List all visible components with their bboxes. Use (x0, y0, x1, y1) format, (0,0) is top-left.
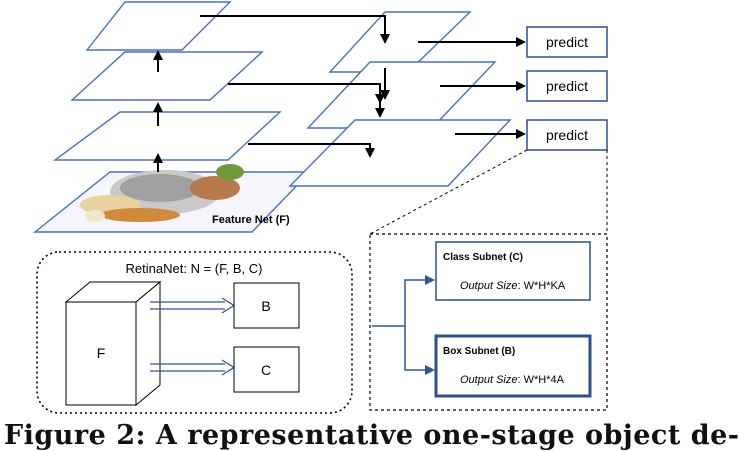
box-c (233, 346, 300, 393)
retinanet-label: RetinaNet: N = (F, B, C) (126, 261, 263, 276)
box-subnet-output: Output Size: W*H*4A (460, 374, 565, 386)
lateral-arrow-top (200, 15, 390, 44)
predict-label-3: predict (546, 127, 588, 143)
subnet-branch-bottom (404, 326, 435, 375)
class-subnet-box (435, 241, 591, 301)
feature-box-f (64, 280, 162, 407)
lateral-arrow-bottom (248, 143, 375, 158)
class-subnet-title: Class Subnet (C) (443, 252, 523, 263)
figure-caption: Figure 2: A representative one-stage obj… (4, 420, 739, 451)
subnet-panel-outline (369, 233, 608, 411)
feature-net-label: Feature Net (F) (212, 214, 290, 226)
feature-box-f-label: F (97, 345, 106, 361)
diagram-canvas: Feature Net (F) predict predict predict … (33, 1, 608, 414)
pyramid-plane-third (52, 111, 282, 161)
predict-box-2 (526, 70, 608, 102)
box-c-label: C (261, 362, 271, 378)
predict-box-1 (526, 26, 608, 58)
predict-box-3 (526, 119, 608, 151)
pyramid-plane-top (85, 1, 232, 51)
subnet-branch-top (404, 275, 435, 326)
predict-label-1: predict (546, 34, 588, 50)
box-subnet-box (434, 334, 592, 398)
head-plane-bottom (288, 119, 512, 187)
class-subnet-output: Output Size: W*H*KA (460, 280, 566, 292)
box-b (233, 282, 300, 329)
box-b-label: B (261, 298, 270, 314)
pyramid-plane-second (70, 51, 264, 101)
box-subnet-title: Box Subnet (B) (443, 346, 515, 357)
food-image (80, 164, 244, 222)
predict-label-2: predict (546, 78, 588, 94)
